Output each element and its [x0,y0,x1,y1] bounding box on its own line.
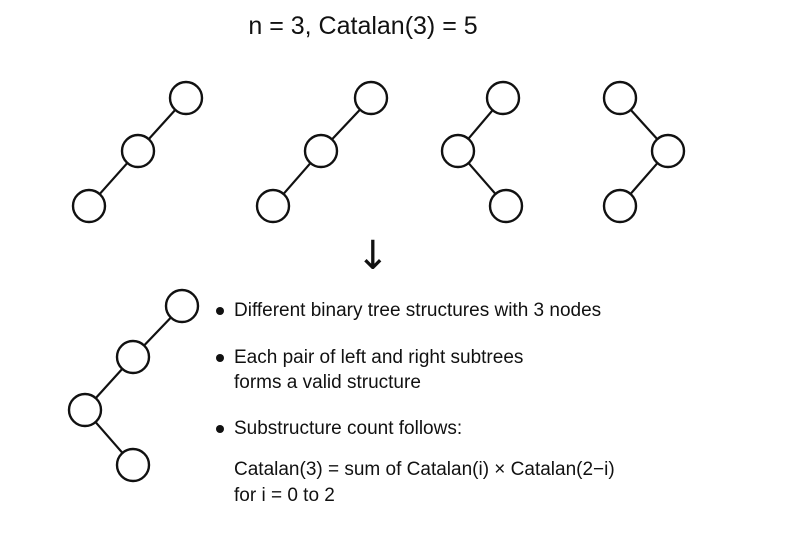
tree-node [67,392,103,428]
tree-node [71,188,107,224]
tree-node [440,133,476,169]
tree-edge [143,316,172,347]
tree-node [488,188,524,224]
tree-node [115,447,151,483]
tree-edge [94,421,124,454]
tree-node [164,288,200,324]
tree-node [602,188,638,224]
tree-left-right-chain [440,80,524,224]
diagram-title: n = 3, Catalan(3) = 5 [248,12,478,40]
tree-right-left-chain [602,80,686,224]
tree-left-left-chain-2 [255,80,389,224]
tree-edge [94,368,124,399]
tree-edge [629,162,659,195]
tree-edge [98,162,129,195]
tree-edge [467,109,494,140]
formula-line: for i = 0 to 2 [234,485,335,506]
bullet-text: Substructure count follows: [234,418,463,439]
tree-edge [282,162,312,195]
catalan-formula: Catalan(3) = sum of Catalan(i) × Catalan… [212,457,772,509]
bullet-text: Each pair of left and right subtrees [234,347,524,368]
tree-node [255,188,291,224]
tree-node [168,80,204,116]
bullet-dot-icon [216,425,224,433]
tree-node [602,80,638,116]
bullet-item: Each pair of left and right subtrees for… [212,345,772,395]
tree-edge [147,109,177,140]
down-arrow-icon: ↓ [356,233,390,279]
tree-edge [629,109,659,140]
notes-list: Different binary tree structures with 3 … [212,298,772,509]
tree-edge [467,162,497,195]
tree-left-left-chain [71,80,204,224]
tree-node [650,133,686,169]
bullet-dot-icon [216,354,224,362]
bullet-item: Substructure count follows: [212,416,772,441]
tree-node [120,133,156,169]
bullet-text: Different binary tree structures with 3 … [234,300,602,321]
formula-line: Catalan(3) = sum of Catalan(i) × Catalan… [234,459,615,480]
tree-example-left-left-right [67,288,200,483]
bullet-dot-icon [216,307,224,315]
tree-node [115,339,151,375]
tree-node [485,80,521,116]
bullet-item: Different binary tree structures with 3 … [212,298,772,323]
bullet-text: forms a valid structure [234,372,421,393]
tree-node [303,133,339,169]
tree-node [353,80,389,116]
tree-edge [331,108,361,141]
